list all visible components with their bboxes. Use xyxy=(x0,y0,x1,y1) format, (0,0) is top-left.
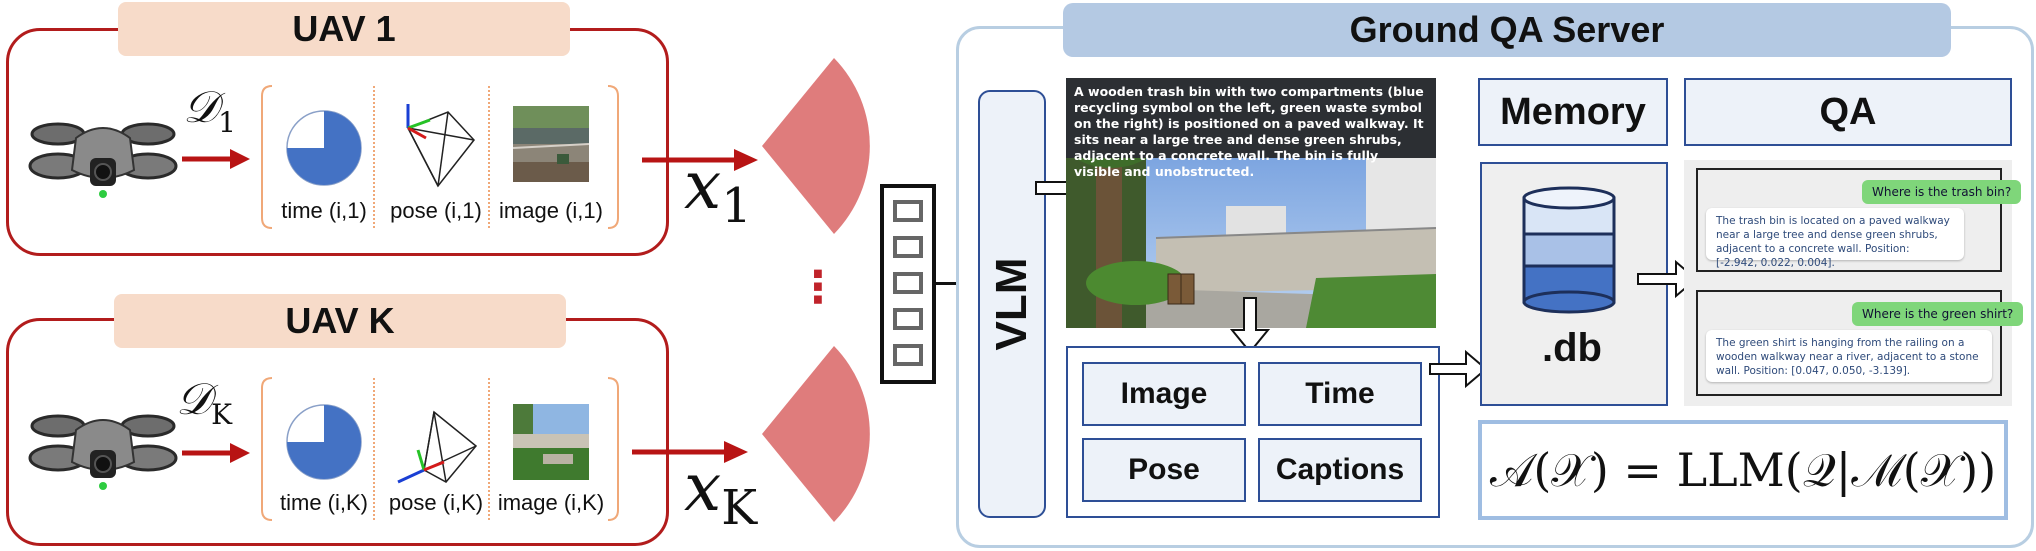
server-title: Ground QA Server xyxy=(1063,3,1951,57)
uav-k-title: UAV K xyxy=(114,294,566,348)
dataset-k-symbol: 𝒟K xyxy=(176,376,232,439)
time-label-1: time (i,1) xyxy=(281,198,367,223)
arrow-fields-to-db xyxy=(1429,349,1488,389)
pose-label-1: pose (i,1) xyxy=(390,198,482,223)
arrow-drone-1 xyxy=(182,149,250,169)
drone-1-icon xyxy=(28,122,178,198)
output-1-symbol: x1 xyxy=(684,150,752,242)
drone-k-icon xyxy=(28,414,178,490)
divider-1b xyxy=(488,86,490,228)
image-thumb-k xyxy=(513,404,589,480)
receiver-slot-3 xyxy=(893,272,923,294)
output-1-letter: x xyxy=(684,147,722,224)
memory-header: Memory xyxy=(1478,78,1668,146)
dataset-k-letter: 𝒟 xyxy=(176,374,212,425)
field-time: Time xyxy=(1258,362,1422,426)
uav-ellipsis: ⋮ xyxy=(796,263,840,312)
output-k-letter: x xyxy=(684,449,722,526)
chat-answer-2: The green shirt is hanging from the rail… xyxy=(1706,330,1992,382)
bracket-left-k xyxy=(261,377,273,521)
chat-answer-1: The trash bin is located on a paved walk… xyxy=(1706,208,1964,269)
divider-kb xyxy=(488,378,490,520)
image-thumb-1 xyxy=(513,106,589,182)
dataset-1-letter: 𝒟 xyxy=(183,82,219,133)
uav-1-title: UAV 1 xyxy=(118,2,570,56)
arrow-image-to-fields xyxy=(1230,297,1270,354)
receiver-slot-5 xyxy=(893,344,923,366)
scene-caption: A wooden trash bin with two compartments… xyxy=(1066,78,1436,179)
pose-frustum-k-icon xyxy=(397,410,478,484)
output-1-sub: 1 xyxy=(721,178,752,235)
formula-frame xyxy=(1478,420,2008,520)
pose-frustum-1-icon xyxy=(406,104,475,188)
database-icon xyxy=(1522,186,1616,314)
transmission-sector-k xyxy=(762,346,870,522)
arrow-output-1 xyxy=(642,149,758,171)
dataset-1-sub: 1 xyxy=(218,105,236,139)
bracket-left-1 xyxy=(261,85,273,229)
divider-1a xyxy=(373,86,375,228)
vlm-box: VLM xyxy=(978,90,1046,518)
divider-ka xyxy=(373,378,375,520)
time-label-k: time (i,K) xyxy=(280,490,368,515)
dataset-1-symbol: 𝒟1 xyxy=(183,84,236,147)
chat-question-1: Where is the trash bin? xyxy=(1862,180,2022,204)
receiver-slot-1 xyxy=(893,200,923,222)
chat-question-2: Where is the green shirt? xyxy=(1852,302,2024,326)
receiver-slot-2 xyxy=(893,236,923,258)
bracket-right-k xyxy=(607,377,619,521)
receiver-antenna xyxy=(880,184,936,384)
arrow-output-k xyxy=(632,441,748,463)
time-pie-k-icon xyxy=(286,404,362,480)
image-label-1: image (i,1) xyxy=(499,198,603,223)
vlm-label: VLM xyxy=(987,257,1036,351)
field-captions: Captions xyxy=(1258,438,1422,502)
dataset-k-sub: K xyxy=(211,397,233,431)
output-k-symbol: xK xyxy=(684,452,757,544)
field-pose: Pose xyxy=(1082,438,1246,502)
receiver-slot-4 xyxy=(893,308,923,330)
qa-header: QA xyxy=(1684,78,2012,146)
db-label: .db xyxy=(1542,326,1602,370)
qa-chat-frame-1 xyxy=(1696,168,2002,272)
output-k-sub: K xyxy=(721,480,758,537)
qa-chat-frame-2 xyxy=(1696,290,2002,396)
field-image: Image xyxy=(1082,362,1246,426)
bracket-right-1 xyxy=(607,85,619,229)
pose-label-k: pose (i,K) xyxy=(388,490,484,515)
transmission-sector-1 xyxy=(762,58,870,234)
time-pie-1-icon xyxy=(286,110,362,186)
image-label-k: image (i,K) xyxy=(497,490,605,515)
qa-formula: 𝒜(𝒳) = LLM(𝒬|ℳ(𝒳)) xyxy=(1489,443,1997,497)
arrow-drone-k xyxy=(182,443,250,463)
receiver-link xyxy=(936,282,958,285)
